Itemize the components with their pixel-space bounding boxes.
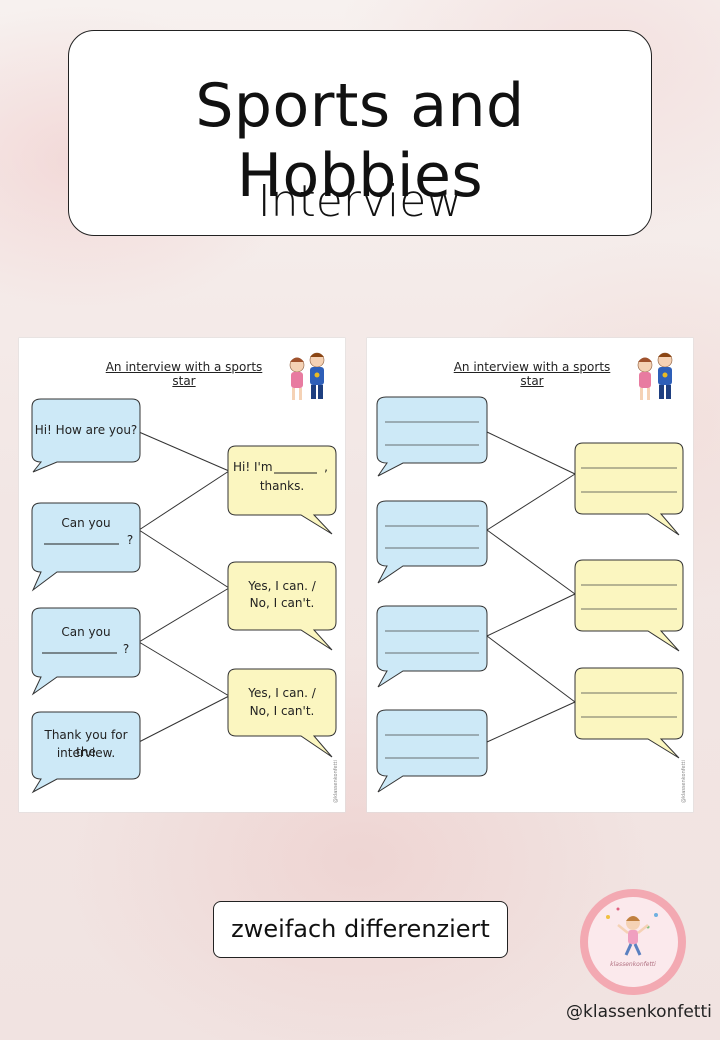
klassenkonfetti-logo: klassenkonfetti — [580, 889, 686, 995]
blue-bubble-1-text: Hi! How are you? — [34, 423, 138, 437]
yellow-speech-bubbles — [227, 445, 337, 758]
title-card: Sports and Hobbies Interview — [68, 30, 652, 236]
worksheet-heading: An interview with a sports star — [105, 360, 263, 388]
blue-speech-bubbles — [376, 396, 488, 793]
yellow-bubble-1-comma: , — [324, 460, 328, 474]
kids-interview-illustration — [289, 352, 325, 400]
yellow-bubble-1-line2: thanks. — [259, 479, 305, 493]
writing-lines — [385, 421, 677, 759]
connector-lines — [138, 431, 230, 743]
blue-bubble-4-line2: interview. — [56, 746, 116, 760]
blue-bubble-3 — [31, 607, 141, 696]
worksheet-heading: An interview with a sports star — [453, 360, 611, 388]
yellow-bubble-3-line1: Yes, I can. / — [248, 686, 316, 700]
blue-bubble-4 — [376, 709, 488, 793]
blue-bubble-1 — [376, 396, 488, 477]
logo-inner-circle: klassenkonfetti — [588, 897, 678, 987]
answer-blanks — [42, 472, 317, 654]
worksheet-watermark: @klassenkonfetti — [681, 760, 687, 803]
blue-bubble-2-line2: ? — [126, 533, 134, 547]
yellow-bubble-2-line2: No, I can't. — [249, 596, 315, 610]
page-title: Sports and Hobbies — [195, 71, 525, 211]
blue-bubble-1 — [31, 398, 141, 473]
yellow-bubble-3 — [574, 667, 684, 759]
worksheet-watermark: @klassenkonfetti — [333, 760, 339, 803]
connector-lines — [486, 431, 576, 743]
blue-bubble-2-line1: Can you — [61, 516, 111, 530]
logo-label: klassenkonfetti — [610, 961, 656, 968]
yellow-bubble-1 — [574, 442, 684, 536]
blue-bubble-3-line2: ? — [122, 642, 130, 656]
blue-bubble-3 — [376, 605, 488, 688]
worksheet-preview-blank: An interview with a sports star @klassen… — [367, 338, 693, 812]
blue-bubble-2 — [376, 500, 488, 584]
yellow-bubble-3-line2: No, I can't. — [249, 704, 315, 718]
blue-bubble-2 — [31, 502, 141, 592]
worksheet-left-bubbles — [31, 352, 337, 794]
yellow-speech-bubbles — [574, 442, 684, 759]
yellow-bubble-2 — [227, 561, 337, 651]
kids-interview-illustration — [637, 352, 673, 400]
social-handle: @klassenkonfetti — [566, 1002, 712, 1022]
yellow-bubble-1 — [227, 445, 337, 535]
blue-speech-bubbles — [31, 398, 141, 794]
page-subtitle: Interview — [257, 176, 463, 227]
worksheet-preview-filled: An interview with a sports star Hi! How … — [19, 338, 345, 812]
girl-confetti-icon — [606, 907, 658, 956]
differentiation-tag: zweifach differenziert — [213, 901, 508, 958]
yellow-bubble-2-line1: Yes, I can. / — [248, 579, 316, 593]
yellow-bubble-2 — [574, 559, 684, 652]
blue-bubble-4-line1: Thank you for the — [44, 728, 128, 759]
blue-bubble-4 — [31, 711, 141, 794]
yellow-bubble-3 — [227, 668, 337, 758]
blue-bubble-3-line1: Can you — [61, 625, 111, 639]
worksheet-right-bubbles — [376, 352, 684, 793]
yellow-bubble-1-line1: Hi! I'm — [233, 460, 273, 474]
